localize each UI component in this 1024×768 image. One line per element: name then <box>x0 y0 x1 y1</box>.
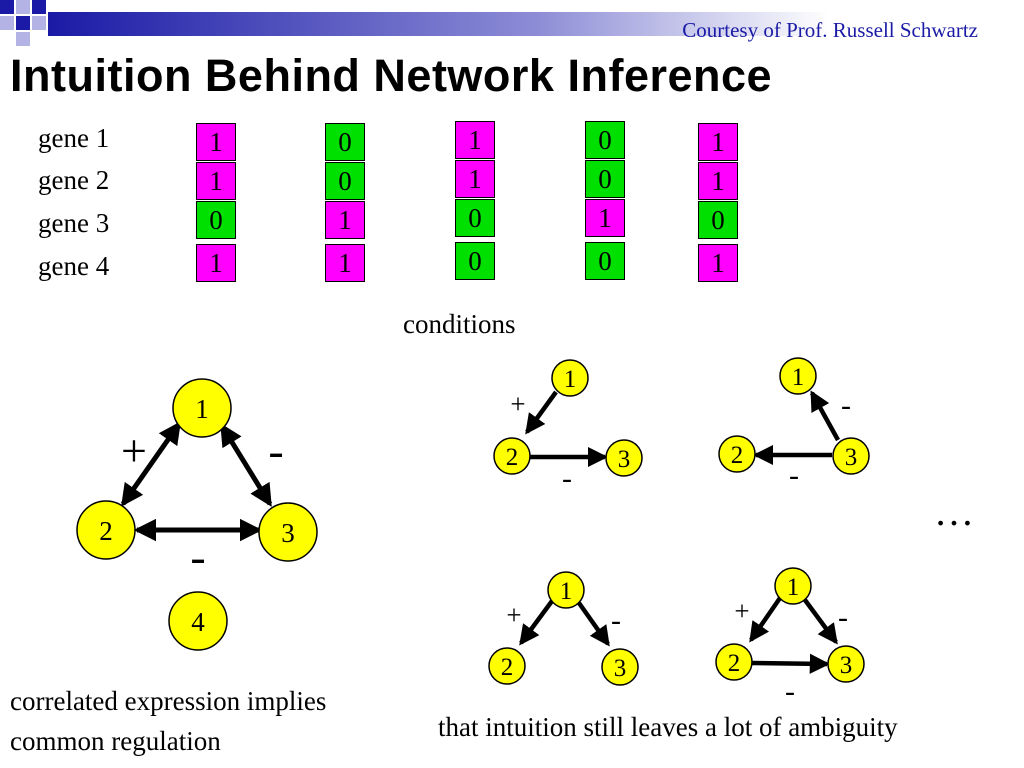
edge-label-1-3: - <box>268 425 283 476</box>
cell-c3-g2: 1 <box>455 160 495 198</box>
conditions-label: conditions <box>403 309 516 339</box>
alt-c-node-2: 2 <box>488 647 526 685</box>
node-2: 2 <box>76 500 136 560</box>
caption-right: that intuition still leaves a lot of amb… <box>438 712 898 742</box>
cell-c3-g4: 0 <box>455 242 495 280</box>
courtesy-text: Courtesy of Prof. Russell Schwartz <box>682 18 978 42</box>
node-4-label: 4 <box>191 607 205 637</box>
edge-label-2-3: - <box>190 531 205 582</box>
alt-d-label-minus-2: - <box>785 675 795 708</box>
alt-a-node-2: 2 <box>493 437 531 475</box>
cell-c3-g3: 0 <box>455 199 495 237</box>
alt-b-node-1: 1 <box>779 357 817 395</box>
gene-label-4: gene 4 <box>38 251 110 281</box>
alt-d-node-3-label: 3 <box>840 652 853 679</box>
alt-a-node-3: 3 <box>605 439 643 477</box>
node-3: 3 <box>258 502 318 562</box>
node-1-label: 1 <box>195 394 209 424</box>
cell-c5-g4: 1 <box>698 244 738 282</box>
cell-c4-g3: 1 <box>585 199 625 237</box>
edge-d-1-2 <box>749 596 782 643</box>
alt-b-node-1-label: 1 <box>792 364 805 391</box>
alt-network-a: 1 2 3 + - <box>493 359 643 495</box>
node-1: 1 <box>172 378 232 438</box>
cell-c2-g4: 1 <box>325 244 365 282</box>
alt-d-node-1-label: 1 <box>787 574 800 601</box>
cell-c5-g2: 1 <box>698 162 738 200</box>
alt-c-node-2-label: 2 <box>501 654 514 681</box>
caption-left-line-1: correlated expression implies <box>10 686 327 716</box>
cell-c4-g4: 0 <box>585 242 625 280</box>
node-4: 4 <box>168 591 228 651</box>
alt-d-node-2-label: 2 <box>728 650 741 677</box>
alt-a-label-plus: + <box>510 389 525 419</box>
cell-c4-g1: 0 <box>585 121 625 159</box>
cell-c1-g2: 1 <box>196 162 236 200</box>
cell-c5-g1: 1 <box>698 123 738 161</box>
cell-c2-g3: 1 <box>325 201 365 239</box>
alt-c-node-3-label: 3 <box>614 655 627 682</box>
alt-c-node-3: 3 <box>601 648 639 686</box>
gene-label-3: gene 3 <box>38 208 110 238</box>
cell-c5-g3: 0 <box>698 201 738 239</box>
cell-c1-g4: 1 <box>196 244 236 282</box>
edge-c-1-3 <box>577 601 610 647</box>
slide-title: Intuition Behind Network Inference <box>10 50 773 101</box>
edge-1-2 <box>120 421 182 507</box>
node-3-label: 3 <box>281 518 295 548</box>
alt-b-label-minus-2: - <box>789 459 799 492</box>
cell-c1-g1: 1 <box>196 123 236 161</box>
alt-b-node-3-label: 3 <box>845 444 858 471</box>
edge-a-1-2 <box>525 390 558 435</box>
alt-network-d: 1 2 3 + - - <box>715 567 865 708</box>
main-network: 1 2 3 4 + - - <box>76 378 318 651</box>
edge-1-3 <box>219 423 273 507</box>
cell-c2-g1: 0 <box>325 123 365 161</box>
caption-left-line-2: common regulation <box>10 726 221 756</box>
alt-a-node-1-label: 1 <box>564 366 577 393</box>
alt-d-label-minus-1: - <box>838 601 848 634</box>
edge-c-1-2 <box>519 599 554 646</box>
alt-c-node-1-label: 1 <box>560 578 573 605</box>
alt-a-node-1: 1 <box>551 359 589 397</box>
alt-b-node-3: 3 <box>832 437 870 475</box>
alt-b-node-2-label: 2 <box>731 442 744 469</box>
alt-c-label-plus: + <box>506 600 521 630</box>
alt-network-c: 1 2 3 + - <box>488 571 639 686</box>
header-bar <box>0 0 1024 46</box>
alt-a-node-2-label: 2 <box>506 444 519 471</box>
gene-label-1: gene 1 <box>38 123 110 153</box>
alt-c-node-1: 1 <box>547 571 585 609</box>
alt-b-label-minus-1: - <box>841 389 851 422</box>
alt-c-label-minus: - <box>611 604 621 637</box>
edge-d-1-3 <box>803 598 838 645</box>
cell-c2-g2: 0 <box>325 162 365 200</box>
edge-d-2-3 <box>751 653 831 674</box>
alt-d-label-plus: + <box>734 596 749 626</box>
header-logo-squares <box>0 0 46 46</box>
cell-c3-g1: 1 <box>455 121 495 159</box>
alt-a-node-3-label: 3 <box>618 446 631 473</box>
alt-network-b: 1 2 3 - - <box>718 357 870 492</box>
alt-d-node-1: 1 <box>774 567 812 605</box>
node-2-label: 2 <box>99 516 113 546</box>
header-gradient <box>48 12 1024 36</box>
alt-d-node-3: 3 <box>827 645 865 683</box>
alt-d-node-2: 2 <box>715 643 753 681</box>
cell-c1-g3: 0 <box>196 201 236 239</box>
edge-label-1-2: + <box>121 425 147 476</box>
cell-c4-g2: 0 <box>585 160 625 198</box>
alt-a-label-minus: - <box>562 462 572 495</box>
ellipsis: … <box>934 489 974 534</box>
alt-b-node-2: 2 <box>718 435 756 473</box>
edge-b-3-1 <box>810 390 840 442</box>
gene-label-2: gene 2 <box>38 165 110 195</box>
